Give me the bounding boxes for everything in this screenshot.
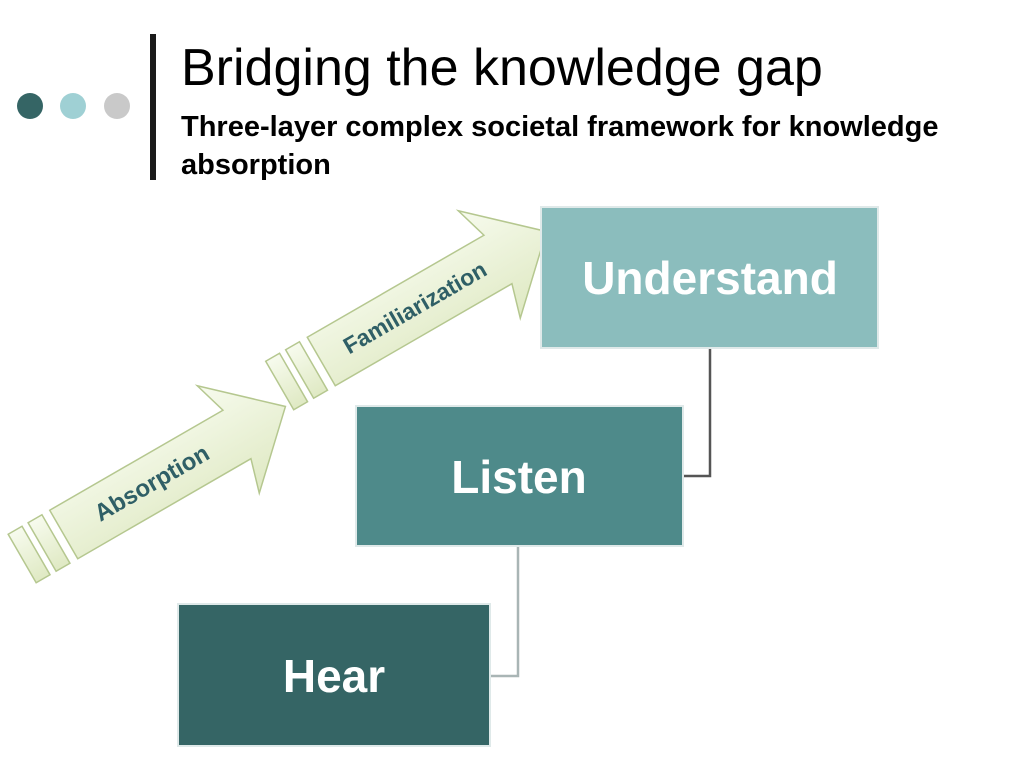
absorption-arrow: Absorption xyxy=(7,384,287,584)
understand-box-bg xyxy=(540,206,879,349)
hear-box: Hear xyxy=(177,603,491,747)
absorption-arrow-stripe-1 xyxy=(7,525,52,584)
absorption-arrow-stripe-2 xyxy=(27,513,71,573)
title-divider xyxy=(150,34,156,180)
connector-understand-listen xyxy=(683,348,712,478)
listen-box-label: Listen xyxy=(451,451,586,503)
familiarization-arrow-body xyxy=(306,209,548,387)
hear-box-bg xyxy=(177,603,491,747)
absorption-arrow-body xyxy=(48,384,287,560)
slide-title: Bridging the knowledge gap xyxy=(181,39,823,97)
familiarization-arrow: Familiarization xyxy=(264,209,548,411)
listen-box: Listen xyxy=(355,405,684,547)
dot-dark xyxy=(17,93,43,119)
connector-listen-hear xyxy=(490,546,520,678)
slide-subtitle: Three-layer complex societal framework f… xyxy=(181,111,939,181)
understand-box: Understand xyxy=(540,206,879,349)
familiarization-arrow-stripe-2 xyxy=(284,340,329,400)
understand-box-label: Understand xyxy=(582,252,838,304)
dot-light xyxy=(104,93,130,119)
decorative-dots xyxy=(0,0,140,200)
dot-mid xyxy=(60,93,86,119)
hear-box-label: Hear xyxy=(283,650,385,702)
listen-box-bg xyxy=(355,405,684,547)
familiarization-arrow-stripe-1 xyxy=(264,352,309,411)
